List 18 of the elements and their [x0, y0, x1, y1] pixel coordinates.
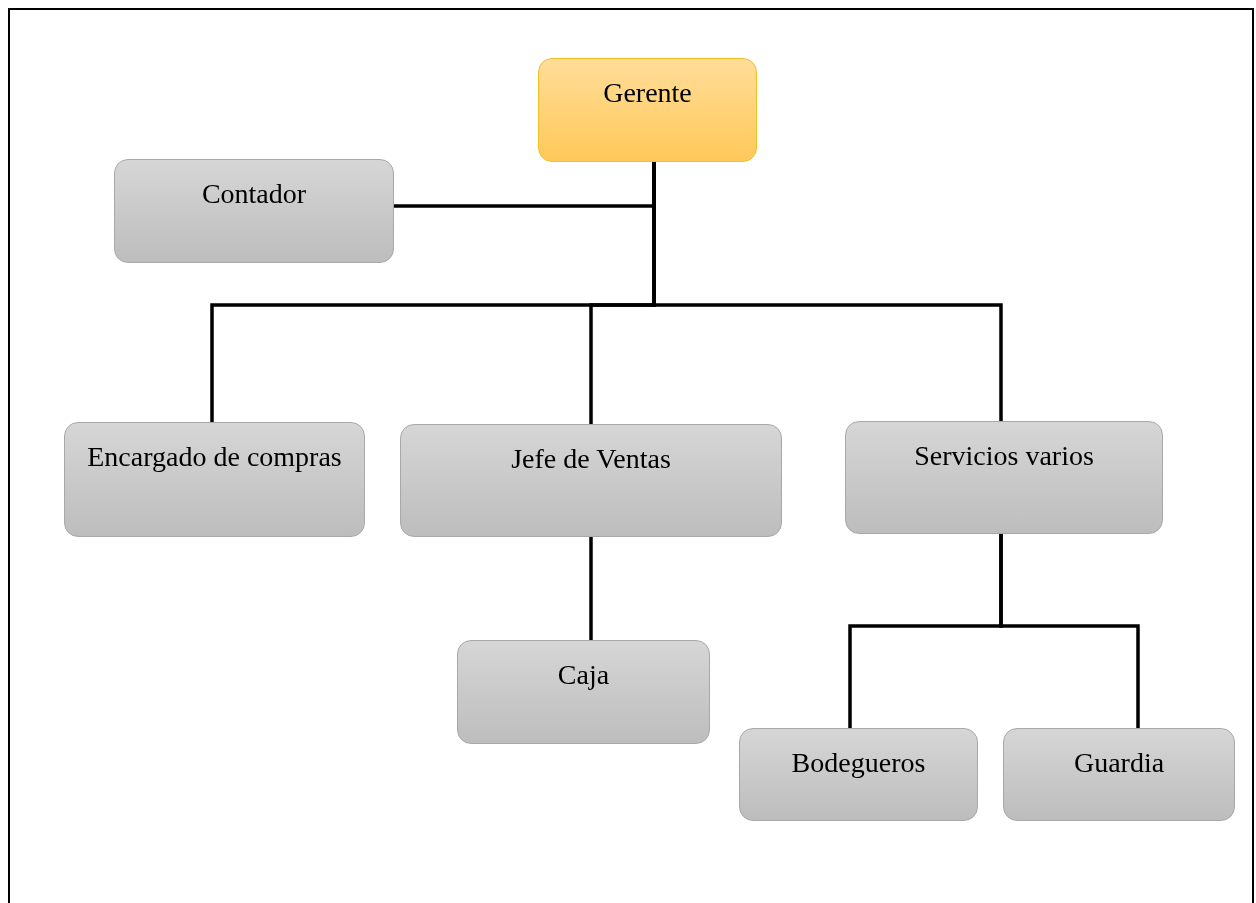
role-title: Jefe de Ventas [511, 442, 671, 476]
role-title: Servicios varios [914, 439, 1094, 473]
head-role-box [538, 58, 757, 162]
connector-line [999, 534, 1140, 728]
role-title: Gerente [603, 76, 692, 110]
role-box [400, 424, 782, 537]
role-box [64, 422, 365, 537]
role-box [457, 640, 710, 744]
role-title: Guardia [1073, 746, 1165, 780]
role-box [114, 159, 394, 263]
role-box [1003, 728, 1235, 821]
connector-line [589, 537, 593, 640]
role-box [845, 421, 1163, 534]
role-box [739, 728, 978, 821]
role-title: Caja [557, 658, 610, 692]
role-title: Bodegueros [791, 746, 926, 780]
role-title: Contador [201, 177, 307, 211]
role-title: Encargado de compras [87, 440, 342, 474]
